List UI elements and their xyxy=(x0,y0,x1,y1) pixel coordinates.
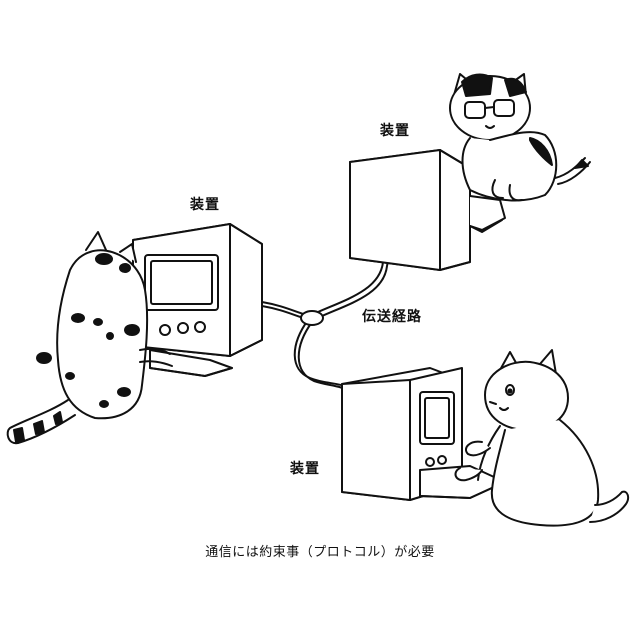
label-device-top: 装置 xyxy=(380,123,410,139)
computer-top-right xyxy=(349,149,506,271)
computer-left xyxy=(132,223,263,377)
caption: 通信には約束事（プロトコル）が必要 xyxy=(205,545,435,560)
cable-junction xyxy=(300,310,324,326)
label-transmission-path: 伝送経路 xyxy=(362,309,422,325)
cat-with-glasses xyxy=(449,73,591,202)
cat-spotted-left xyxy=(6,231,173,445)
computer-bottom-right xyxy=(341,367,506,501)
label-device-bottom: 装置 xyxy=(290,461,320,477)
label-device-left: 装置 xyxy=(190,197,220,213)
cat-white-right xyxy=(454,349,630,527)
